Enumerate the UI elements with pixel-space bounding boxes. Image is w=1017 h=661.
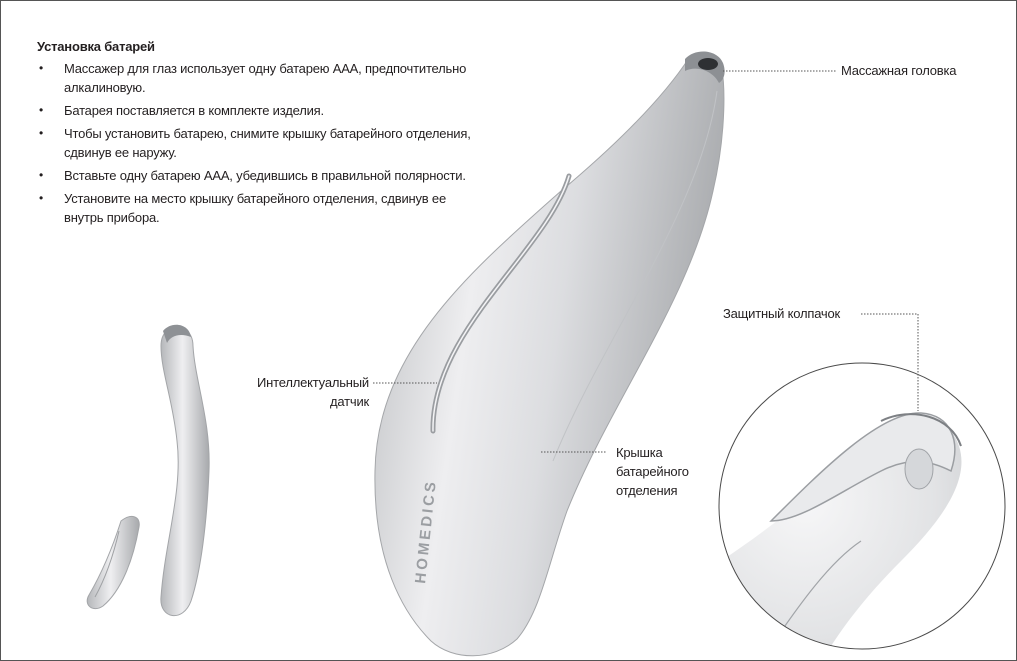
bullet-icon: • <box>39 189 43 208</box>
list-item: • Вставьте одну батарею AAA, убедившись … <box>37 166 547 185</box>
zoom-detail-protective-cap <box>719 363 1005 660</box>
list-item: • Чтобы установить батарею, снимите крыш… <box>37 124 547 162</box>
bullet-icon: • <box>39 59 43 78</box>
label-battery-cover: Крышка батарейного отделения <box>616 443 689 500</box>
list-item: • Массажер для глаз использует одну бата… <box>37 59 547 97</box>
bullet-icon: • <box>39 124 43 143</box>
battery-instructions: Установка батарей • Массажер для глаз ис… <box>37 39 547 231</box>
label-smart-sensor: Интеллектуальный датчик <box>247 373 369 411</box>
small-device-with-cover <box>87 325 209 616</box>
instructions-list: • Массажер для глаз использует одну бата… <box>37 59 547 227</box>
label-protective-cap: Защитный колпачок <box>723 304 840 323</box>
instructions-heading: Установка батарей <box>37 39 547 54</box>
list-item: • Батарея поставляется в комплекте издел… <box>37 101 547 120</box>
bullet-icon: • <box>39 101 43 120</box>
bullet-icon: • <box>39 166 43 185</box>
list-item: • Установите на место крышку батарейного… <box>37 189 547 227</box>
label-massage-head: Массажная головка <box>841 61 956 80</box>
